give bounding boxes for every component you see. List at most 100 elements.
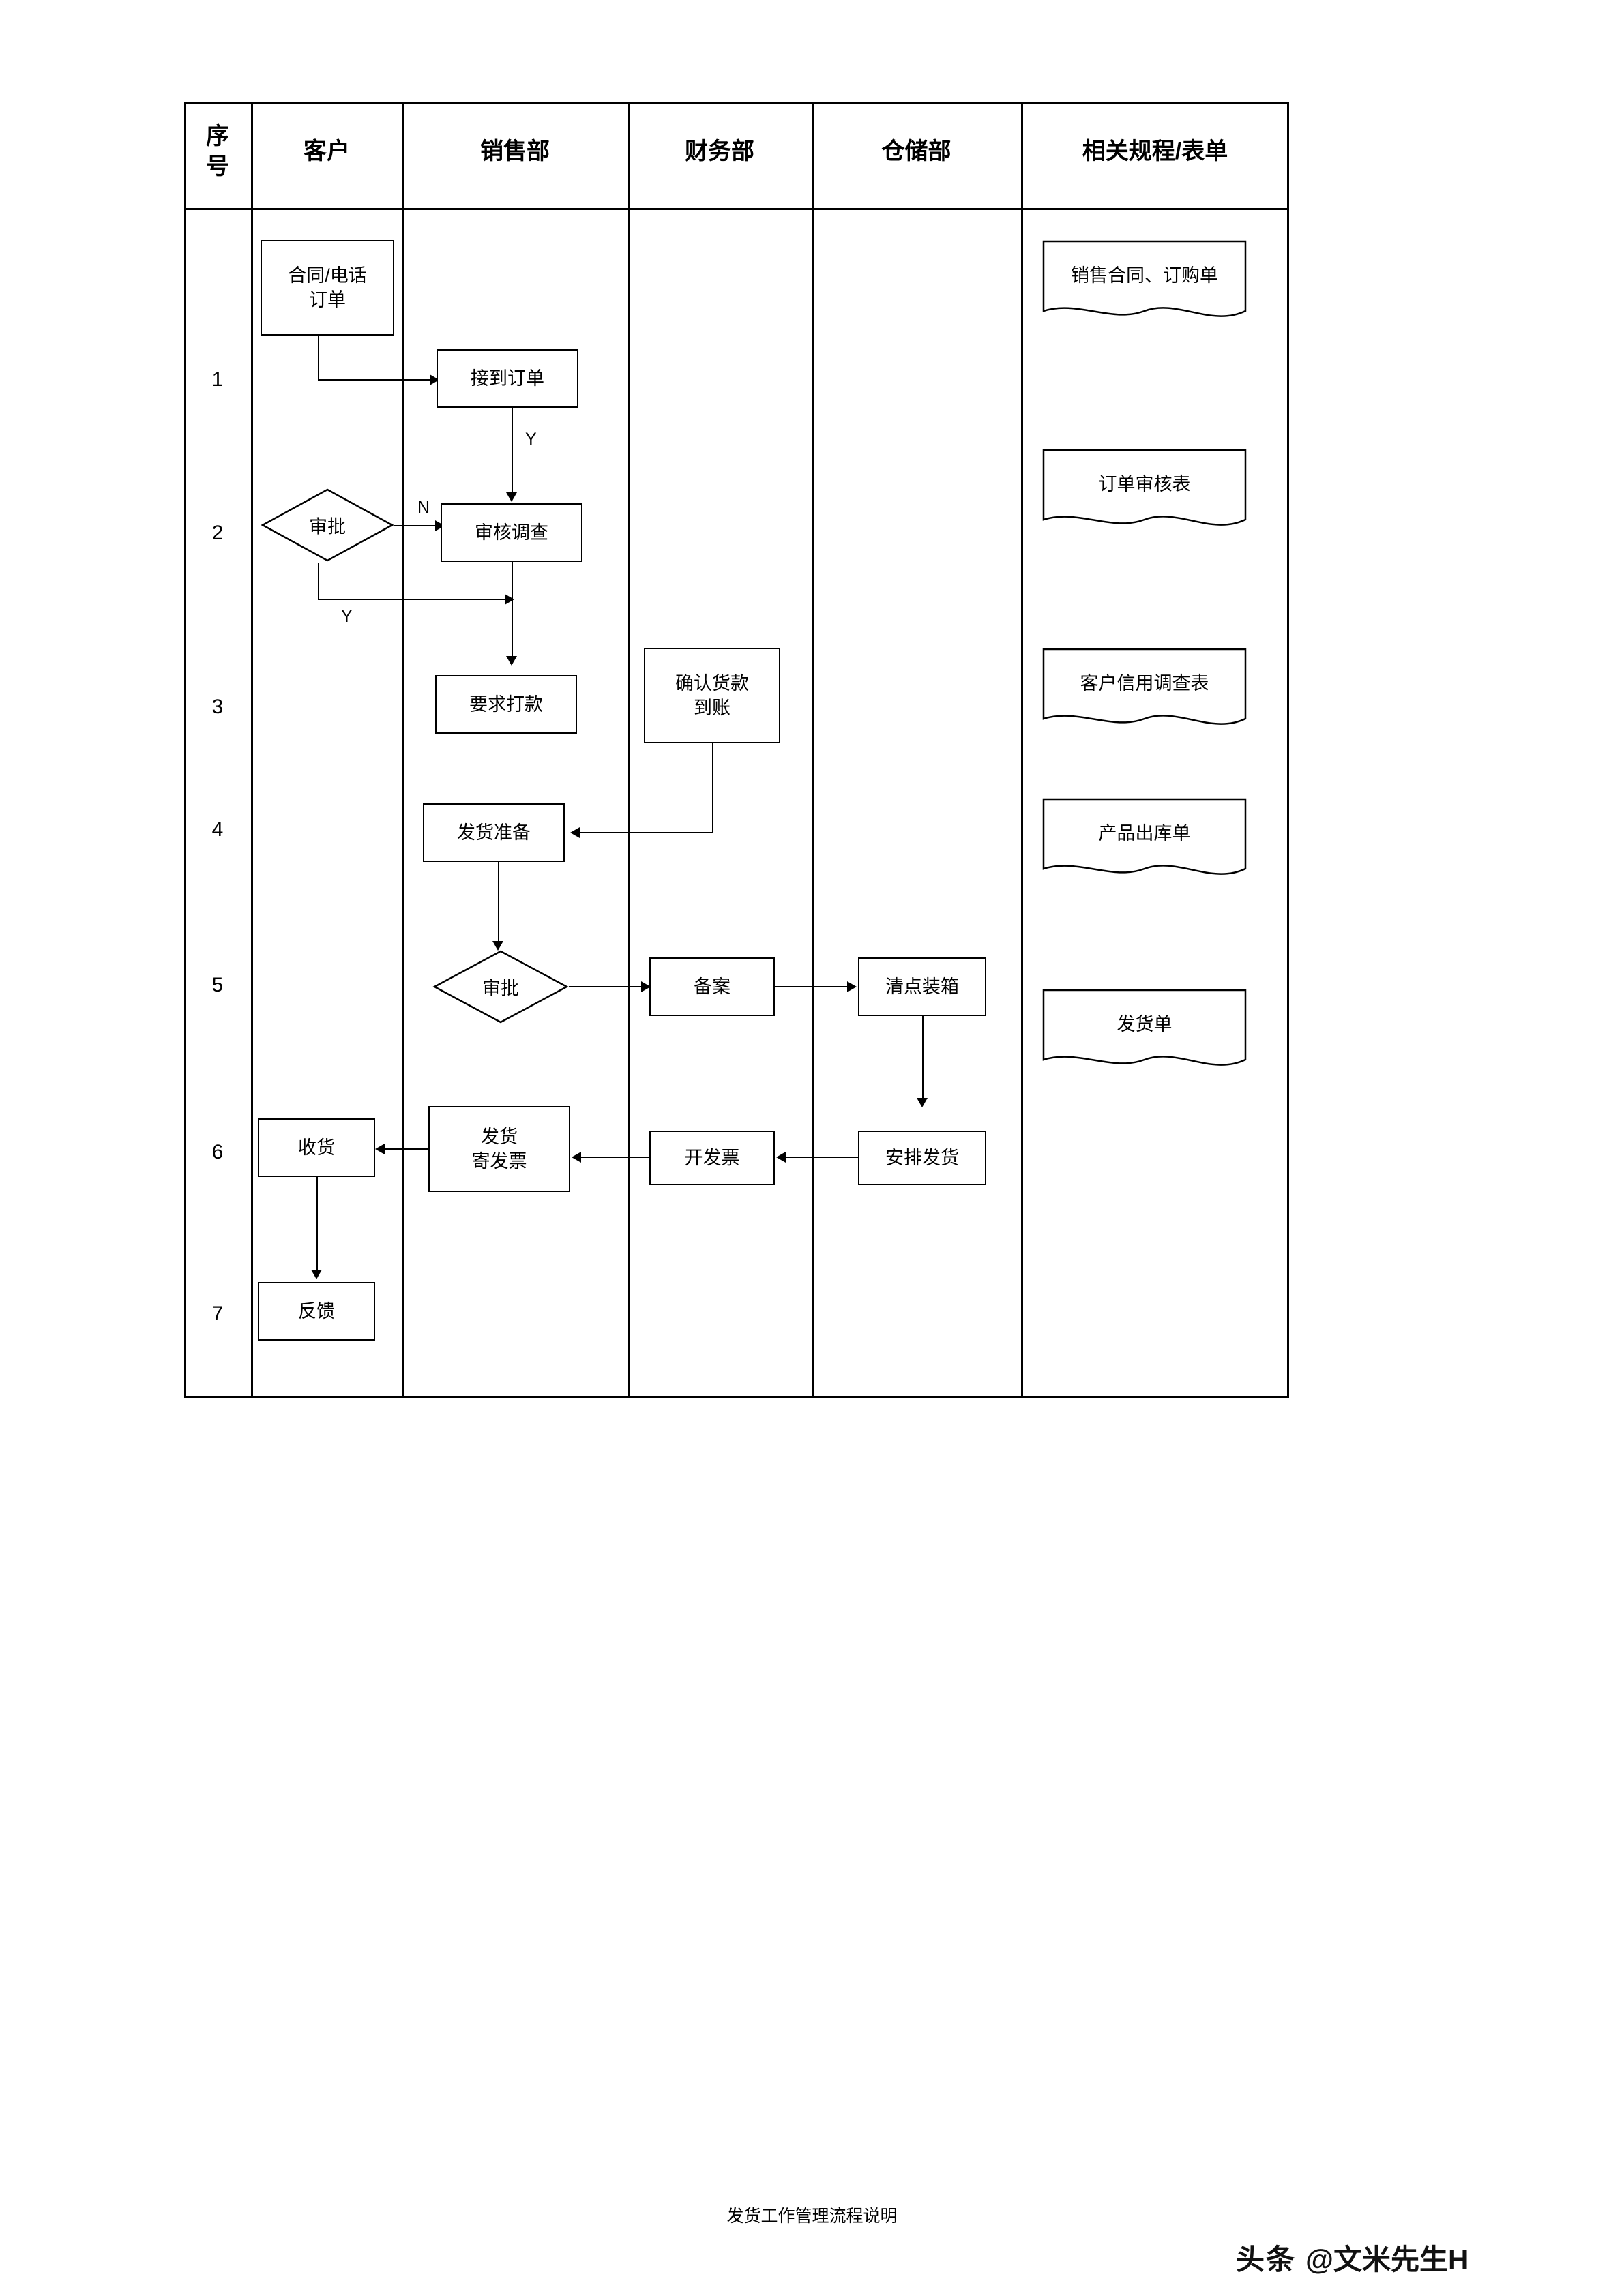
document-order-review: 订单审核表 — [1042, 449, 1247, 537]
col-header-finance: 财务部 — [685, 138, 754, 164]
col-header-sales: 销售部 — [480, 138, 550, 164]
node-confirm-payment-line1: 确认货款 — [675, 673, 749, 694]
diamond-shape-1 — [261, 488, 394, 562]
node-review-investigate[interactable]: 审核调查 — [441, 503, 582, 562]
edge-confirm-to-prep-h — [577, 832, 713, 833]
node-request-payment-label: 要求打款 — [469, 694, 543, 715]
edge-confirm-to-prep-arrow — [570, 827, 580, 838]
edge-label-yes-1: Y — [341, 607, 353, 626]
col-sep-4 — [812, 102, 814, 1398]
table-frame — [184, 102, 1289, 1398]
document-delivery-note: 发货单 — [1042, 989, 1247, 1077]
col-sep-2 — [402, 102, 404, 1398]
node-feedback[interactable]: 反馈 — [258, 1282, 375, 1341]
node-receive-goods[interactable]: 收货 — [258, 1118, 375, 1177]
edge-receive-to-feedback — [316, 1177, 318, 1271]
col-header-seq-line2: 号 — [206, 153, 229, 179]
document-order-review-label: 订单审核表 — [1098, 474, 1191, 494]
node-receive-order[interactable]: 接到订单 — [437, 349, 578, 408]
col-header-seq: 序 号 — [184, 121, 251, 181]
node-count-pack-label: 清点装箱 — [885, 976, 959, 997]
node-record-file-label: 备案 — [694, 976, 730, 997]
node-feedback-label: 反馈 — [298, 1301, 335, 1322]
document-shape-2 — [1042, 449, 1247, 526]
edge-label-yes-2: Y — [525, 430, 537, 449]
document-shape-3 — [1042, 648, 1247, 725]
row-number-1: 1 — [211, 368, 224, 391]
document-credit-survey-label: 客户信用调查表 — [1080, 673, 1209, 694]
col-header-warehouse: 仓储部 — [881, 138, 951, 164]
document-shape-5 — [1042, 989, 1247, 1066]
edge-approve2-to-record — [569, 986, 649, 987]
toutiao-logo-icon: 头条 — [1236, 2243, 1297, 2276]
document-credit-survey: 客户信用调查表 — [1042, 648, 1247, 736]
node-contract-order-line2: 订单 — [309, 290, 346, 310]
node-contract-order-line1: 合同/电话 — [288, 265, 367, 286]
edge-pack-to-arrange — [922, 1016, 924, 1101]
document-product-outbound: 产品出库单 — [1042, 798, 1247, 886]
edge-contract-to-receive-v — [318, 336, 319, 381]
edge-receive-order-to-review-arrow — [506, 492, 517, 502]
row-number-6: 6 — [211, 1141, 224, 1163]
col-sep-5 — [1021, 102, 1023, 1398]
edge-receive-order-to-review — [512, 408, 513, 495]
document-shape-1 — [1042, 240, 1247, 317]
document-sales-contract-label: 销售合同、订购单 — [1071, 265, 1218, 286]
watermark-handle: @文米先生H — [1305, 2243, 1469, 2276]
node-shipping-prep-label: 发货准备 — [457, 822, 531, 843]
node-receive-order-label: 接到订单 — [471, 368, 544, 389]
node-review-investigate-label: 审核调查 — [475, 522, 548, 543]
edge-arrange-to-invoice-arrow — [776, 1152, 786, 1163]
node-arrange-ship-label: 安排发货 — [885, 1148, 959, 1168]
edge-approve2-to-record-arrow — [641, 981, 651, 992]
edge-confirm-to-prep-v — [712, 743, 713, 833]
node-record-file[interactable]: 备案 — [649, 957, 775, 1016]
node-shipping-prep[interactable]: 发货准备 — [423, 803, 565, 862]
node-ship-send-invoice[interactable]: 发货 寄发票 — [428, 1106, 570, 1192]
col-header-seq-line1: 序 — [206, 123, 229, 149]
edge-review-to-request-arrow — [506, 656, 517, 666]
edge-pack-to-arrange-arrow — [917, 1098, 928, 1107]
row-number-2: 2 — [211, 522, 224, 544]
document-sales-contract: 销售合同、订购单 — [1042, 240, 1247, 329]
edge-prep-to-approve2-arrow — [492, 941, 503, 951]
edge-label-no-1: N — [417, 498, 430, 517]
node-approve-1[interactable]: 审批 — [261, 488, 394, 563]
node-ship-send-invoice-line2: 寄发票 — [471, 1151, 527, 1172]
row-number-3: 3 — [211, 696, 224, 718]
document-shape-4 — [1042, 798, 1247, 875]
edge-arrange-to-invoice — [782, 1157, 859, 1158]
row-number-4: 4 — [211, 818, 224, 841]
edge-record-to-pack — [775, 986, 854, 987]
row-number-7: 7 — [211, 1302, 224, 1325]
edge-contract-to-receive-h — [318, 379, 432, 381]
node-arrange-ship[interactable]: 安排发货 — [858, 1131, 986, 1185]
edge-prep-to-approve2 — [498, 862, 499, 944]
node-request-payment[interactable]: 要求打款 — [435, 675, 577, 734]
node-receive-goods-label: 收货 — [298, 1137, 335, 1158]
node-confirm-payment-line2: 到账 — [694, 698, 730, 718]
node-count-pack[interactable]: 清点装箱 — [858, 957, 986, 1016]
node-approve-1-label: 审批 — [309, 516, 346, 537]
node-contract-order[interactable]: 合同/电话 订单 — [261, 240, 394, 336]
col-sep-1 — [251, 102, 253, 1398]
col-sep-3 — [628, 102, 630, 1398]
edge-approve1-yes-h — [318, 599, 512, 600]
col-header-customer: 客户 — [304, 138, 350, 164]
edge-record-to-pack-arrow — [847, 981, 857, 992]
node-confirm-payment[interactable]: 确认货款 到账 — [644, 648, 780, 743]
watermark: 头条 @文米先生H — [1236, 2237, 1468, 2278]
document-product-outbound-label: 产品出库单 — [1098, 823, 1191, 844]
node-ship-send-invoice-line1: 发货 — [481, 1127, 518, 1147]
edge-review-to-request — [512, 562, 513, 659]
header-sep — [184, 208, 1289, 210]
col-header-forms: 相关规程/表单 — [1082, 138, 1228, 164]
edge-approve1-yes-v — [318, 563, 319, 600]
edge-invoice-to-ship — [577, 1157, 651, 1158]
edge-approve1-to-review — [394, 525, 443, 526]
node-issue-invoice[interactable]: 开发票 — [649, 1131, 775, 1185]
page-caption: 发货工作管理流程说明 — [726, 2207, 898, 2226]
node-issue-invoice-label: 开发票 — [684, 1148, 740, 1168]
node-approve-2[interactable]: 审批 — [432, 949, 569, 1024]
